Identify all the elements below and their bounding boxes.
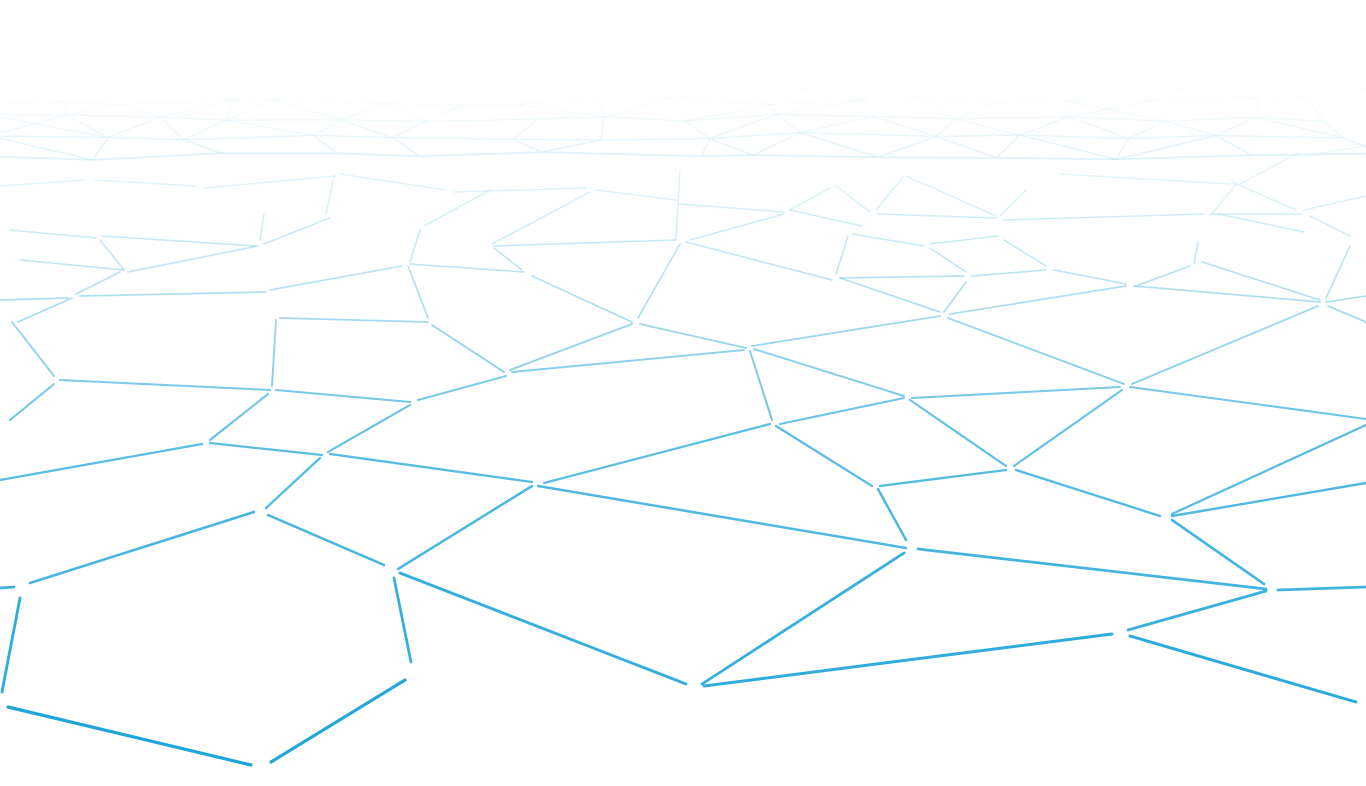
wireframe-mesh xyxy=(0,0,1366,786)
background-canvas xyxy=(0,0,1366,786)
horizon-fade xyxy=(0,0,1366,786)
